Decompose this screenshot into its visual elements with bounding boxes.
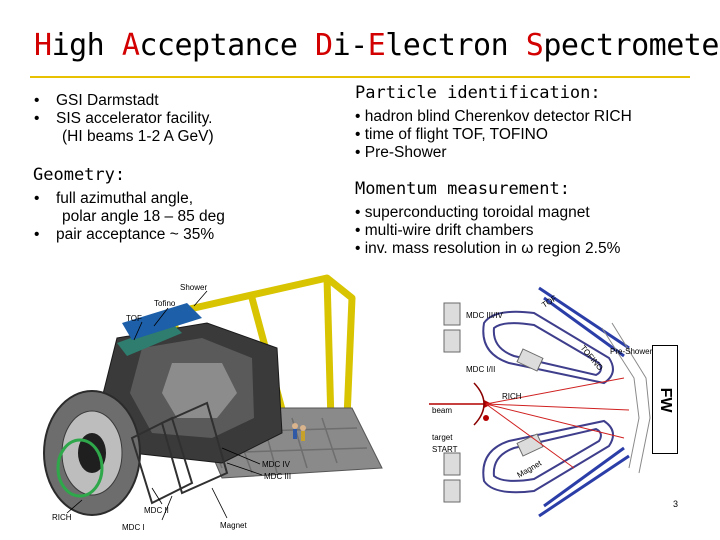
geometry-section: Geometry: full azimuthal angle, polar an… — [33, 166, 333, 244]
momentum-item: • superconducting toroidal magnet — [355, 204, 590, 221]
slide-title: High Acceptance Di-Electron Spectrometer — [34, 28, 720, 63]
title-initial: E — [367, 28, 386, 63]
title-text: i- — [332, 28, 369, 63]
xs-label-start: START — [432, 445, 458, 454]
label-mdc3: MDC III — [264, 472, 291, 481]
label-tofino: Tofino — [154, 299, 176, 308]
label-shower: Shower — [180, 283, 207, 292]
pid-heading: Particle identification: — [355, 83, 601, 103]
geometry-list: full azimuthal angle, polar angle 18 – 8… — [30, 190, 333, 244]
title-text: igh — [51, 28, 122, 63]
title-initial: D — [315, 28, 333, 63]
label-mdc2: MDC II — [144, 506, 169, 515]
facility-item: GSI Darmstadt — [30, 92, 330, 110]
facility-sub-text: (HI beams 1-2 A GeV) — [62, 128, 214, 145]
title-initial: H — [34, 28, 52, 63]
momentum-item: • inv. mass resolution in ω region 2.5% — [355, 240, 621, 257]
xs-label-mdc34: MDC III/IV — [466, 311, 504, 320]
geometry-heading: Geometry: — [33, 165, 126, 185]
xs-label-mdc12: MDC I/II — [466, 365, 495, 374]
cross-section-drawing: MDC III/IV TOF Pre-Shower TOFINO MDC I/I… — [424, 268, 656, 536]
fw-label: FW — [657, 387, 674, 412]
label-tof: TOF — [126, 314, 142, 323]
pid-item: • time of flight TOF, TOFINO — [355, 126, 548, 143]
pid-item: • Pre-Shower — [355, 144, 447, 161]
page-number: 3 — [673, 499, 679, 509]
label-mdc4: MDC IV — [262, 460, 291, 469]
left-column: GSI Darmstadt SIS accelerator facility. … — [30, 92, 330, 146]
xs-label-rich: RICH — [502, 392, 522, 401]
detector-cross-section-figure: MDC III/IV TOF Pre-Shower TOFINO MDC I/I… — [424, 268, 656, 536]
facility-list: GSI Darmstadt SIS accelerator facility. … — [30, 92, 330, 146]
fw-label-box: FW — [652, 345, 678, 454]
xs-label-target: target — [432, 433, 453, 442]
xs-label-beam: beam — [432, 406, 452, 415]
xs-label-preshower: Pre-Shower — [610, 347, 653, 356]
detector-3d-figure: Shower Tofino TOF MDC IV MDC III MDC II … — [22, 268, 442, 536]
pid-item: • hadron blind Cherenkov detector RICH — [355, 108, 632, 125]
momentum-section: Momentum measurement: • superconducting … — [355, 180, 695, 258]
geometry-item: full azimuthal angle, — [30, 190, 333, 208]
geometry-item-cont: polar angle 18 – 85 deg — [62, 208, 225, 225]
detector-3d-drawing: Shower Tofino TOF MDC IV MDC III MDC II … — [22, 268, 442, 536]
title-initial: A — [121, 28, 140, 63]
facility-item: SIS accelerator facility. — [30, 110, 330, 128]
momentum-heading: Momentum measurement: — [355, 179, 570, 199]
title-initial: S — [525, 28, 544, 63]
label-magnet: Magnet — [220, 521, 247, 530]
facility-item-sub: (HI beams 1-2 A GeV) — [30, 128, 330, 146]
geometry-item: pair acceptance ~ 35% — [30, 226, 333, 244]
title-text: cceptance — [139, 28, 315, 63]
title-text: lectron — [385, 28, 526, 63]
label-rich: RICH — [52, 513, 72, 522]
momentum-list: • superconducting toroidal magnet • mult… — [355, 204, 695, 258]
title-underline — [30, 76, 690, 78]
pid-section: Particle identification: • hadron blind … — [355, 84, 695, 162]
title-text: pectrometer — [543, 28, 720, 63]
label-mdc1: MDC I — [122, 523, 145, 532]
pid-list: • hadron blind Cherenkov detector RICH •… — [355, 108, 695, 162]
momentum-item: • multi-wire drift chambers — [355, 222, 534, 239]
